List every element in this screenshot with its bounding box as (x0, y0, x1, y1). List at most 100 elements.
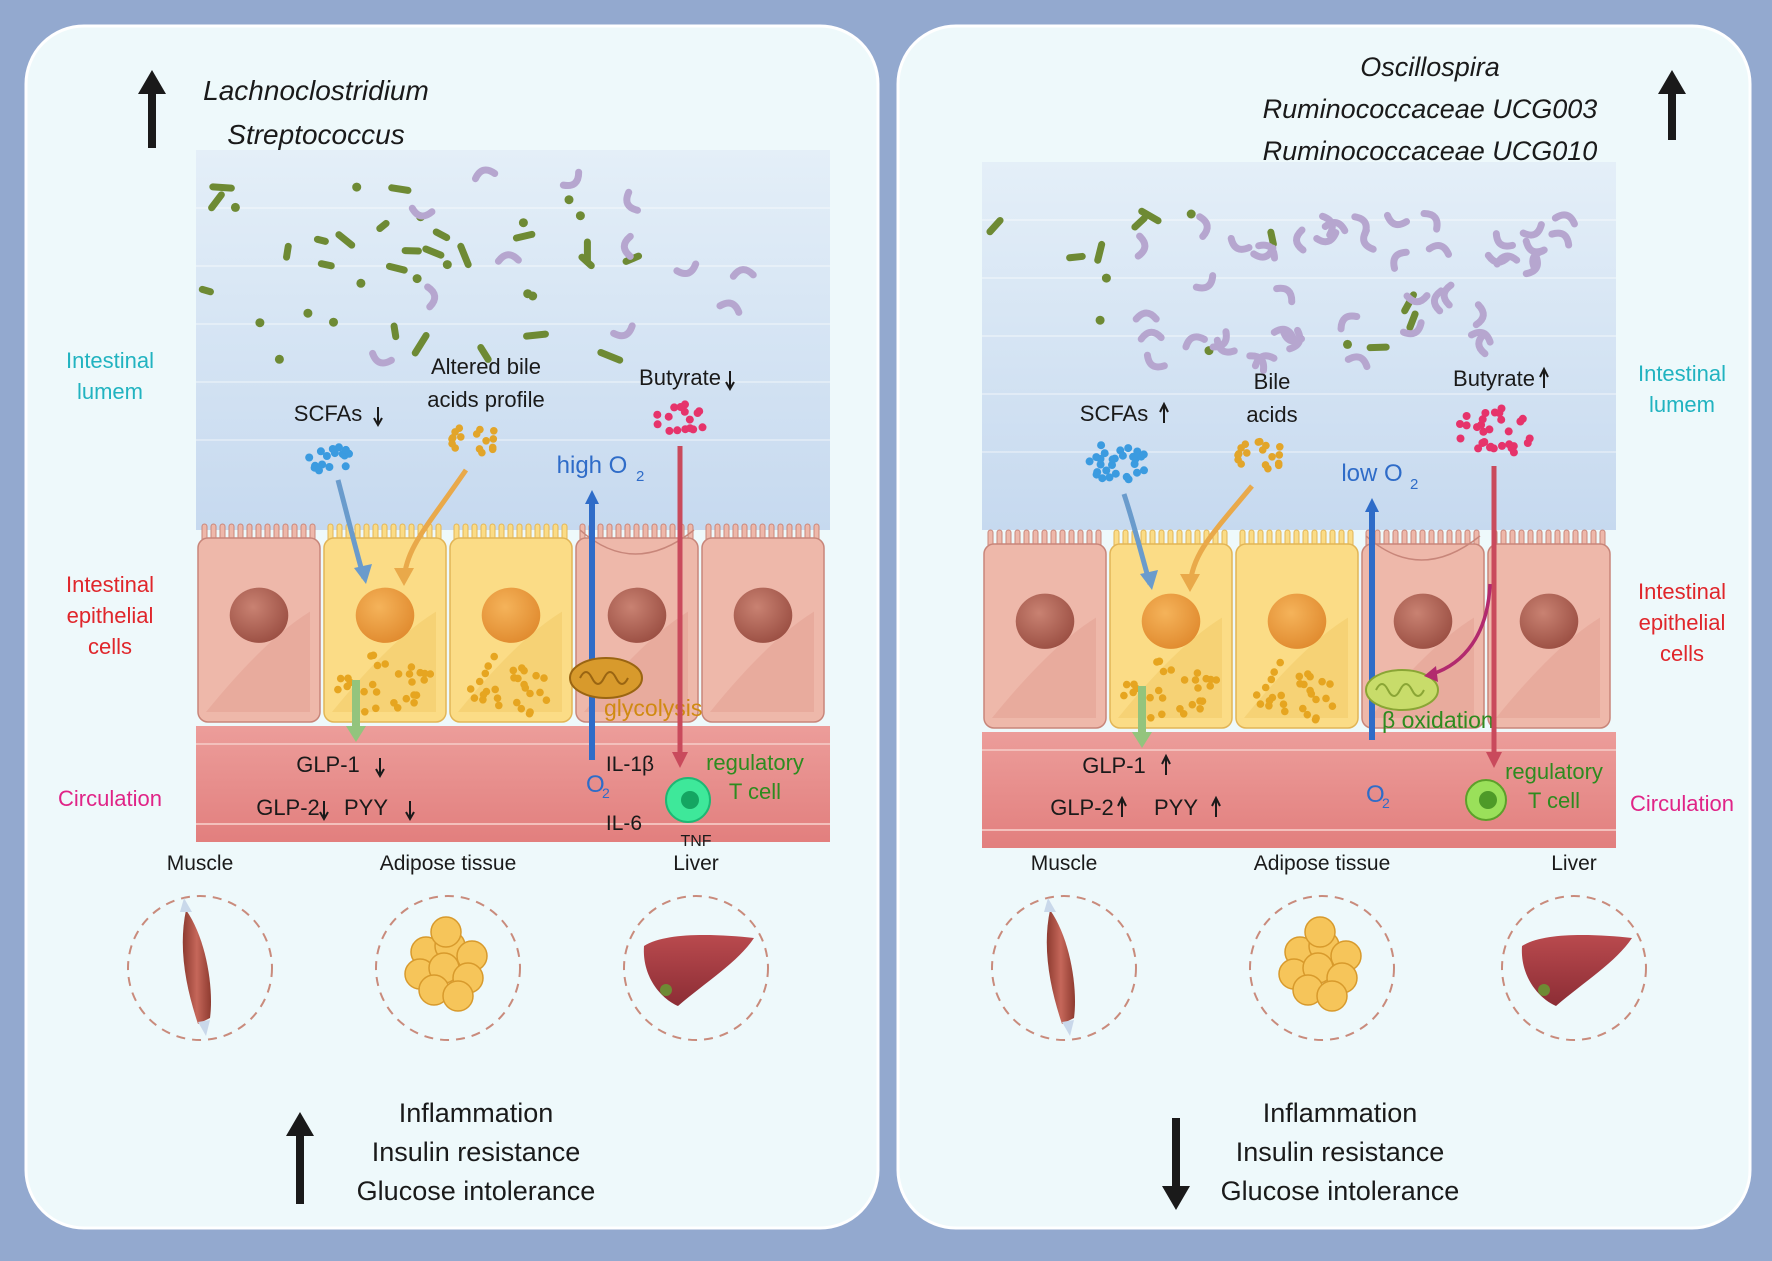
dot (1122, 680, 1131, 689)
dot (1202, 674, 1210, 683)
butyrate-to-mito-arrow (1431, 583, 1492, 676)
purple-bacterium (623, 188, 641, 214)
dot (426, 670, 435, 678)
scfa-change-arrow (373, 407, 383, 428)
green-rod (401, 247, 422, 255)
organ-liver: Liver (1501, 852, 1647, 1041)
dot (653, 410, 662, 419)
green-rod (1066, 252, 1086, 262)
purple-bacterium (1246, 352, 1268, 375)
bacteria-name: Lachnoclostridium (203, 75, 429, 106)
dot (478, 448, 486, 457)
bacteria-cloud (986, 207, 1578, 375)
gallbladder (1538, 984, 1550, 996)
dot (322, 452, 331, 460)
dot (1479, 427, 1488, 436)
dot (1237, 444, 1245, 452)
purple-bacterium (471, 166, 499, 183)
epithelial-side-label: cells (1660, 641, 1704, 666)
dot (518, 664, 526, 672)
green-rod (335, 231, 356, 249)
dot (532, 671, 540, 680)
tendon-top (180, 898, 192, 912)
dot (1243, 449, 1251, 457)
dot (1167, 666, 1175, 674)
glp1-change-arrow (375, 758, 385, 779)
dot (1318, 677, 1326, 686)
purple-bacterium (1143, 351, 1168, 371)
green-coccus (442, 260, 452, 270)
organ-label: Muscle (167, 852, 234, 875)
arrow-head (1117, 795, 1127, 807)
green-coccus (230, 202, 240, 212)
green-coccus (356, 278, 366, 288)
outcome-up-arrow (286, 1112, 314, 1204)
purple-bacterium (369, 349, 395, 367)
epithelial-side-label: epithelial (67, 603, 154, 628)
green-rod (986, 216, 1004, 236)
green-rod (390, 322, 400, 341)
dot (685, 415, 694, 424)
nucleus (1267, 593, 1327, 649)
dot (1130, 460, 1139, 468)
big-arrow-shaft (1668, 92, 1676, 140)
dot (405, 670, 414, 678)
dot (488, 443, 497, 452)
dot (693, 409, 702, 417)
organ-dashed-circle (1249, 895, 1395, 1041)
dot (665, 426, 674, 435)
purple-bacterium (1250, 244, 1277, 261)
dot (1122, 472, 1131, 481)
treg-label: T cell (729, 779, 781, 804)
green-rod (583, 238, 591, 264)
dot (1252, 691, 1261, 699)
pyy-label: PYY (1154, 795, 1198, 820)
purple-bacterium (1492, 230, 1516, 250)
big-arrow-shaft (296, 1134, 304, 1204)
arrow-head (1159, 401, 1169, 413)
granules (1252, 658, 1337, 724)
big-arrow-shaft (148, 92, 156, 148)
purple-bacterium (424, 283, 439, 311)
treg-label: regulatory (1505, 759, 1603, 784)
dot (1155, 657, 1164, 666)
purple-bacterium (559, 168, 583, 190)
dot (1481, 409, 1490, 417)
arrow-head (319, 811, 329, 822)
glp2-change-arrow (1117, 795, 1127, 817)
dot (1133, 468, 1141, 477)
dot (1092, 470, 1101, 479)
glp2-change-arrow (319, 801, 329, 822)
purple-bacterium (729, 266, 757, 280)
arrow-head (1539, 366, 1549, 378)
big-arrow-head (286, 1112, 314, 1136)
gallbladder (660, 984, 672, 996)
dot (1281, 707, 1289, 716)
epithelial-cell (323, 523, 447, 723)
dot (407, 663, 416, 671)
dot (1194, 684, 1202, 692)
mitochondrion (569, 657, 643, 699)
dot (1102, 466, 1111, 475)
purple-bacterium (1548, 229, 1573, 249)
dot (341, 445, 350, 454)
dot (1180, 676, 1189, 684)
big-arrow-head (1658, 70, 1686, 94)
purple-bacterium (1196, 213, 1211, 240)
purple-bacterium (620, 232, 634, 260)
dot (664, 412, 673, 421)
dot (373, 661, 382, 670)
bile-arrow-head (394, 568, 414, 586)
cytokine-il1b: IL-1β (606, 753, 654, 776)
bile-dots (1234, 437, 1284, 473)
outcome-down-arrow (1162, 1118, 1190, 1210)
dot (368, 680, 377, 689)
purple-bacterium (1337, 312, 1361, 333)
dot (536, 688, 544, 697)
nucleus (1519, 593, 1579, 649)
bile-label: acids (1246, 402, 1297, 427)
cell-shade (1496, 617, 1600, 718)
dot (381, 660, 390, 668)
dot (475, 677, 484, 686)
muscle-icon (182, 910, 211, 1024)
